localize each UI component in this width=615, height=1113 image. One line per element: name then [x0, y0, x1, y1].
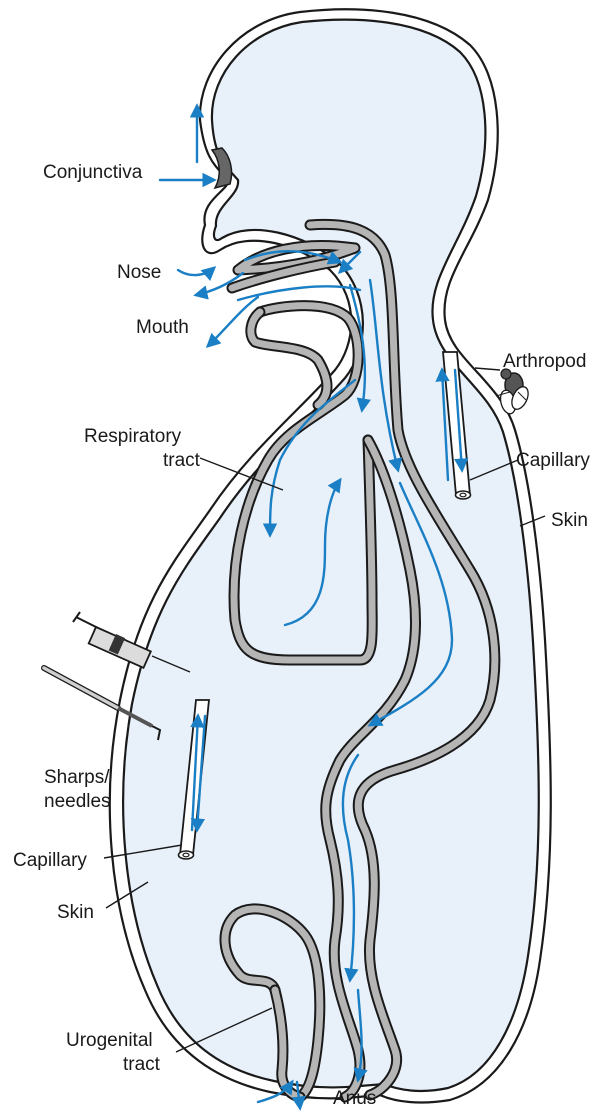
label-capillary-left: Capillary [13, 850, 87, 871]
arrow-nose-in [178, 268, 214, 275]
label-urogenital-line2: tract [123, 1054, 161, 1075]
label-arthropod: Arthropod [503, 351, 586, 372]
label-skin-left: Skin [57, 902, 94, 923]
label-nose: Nose [117, 262, 161, 283]
label-respiratory-line1: Respiratory [84, 426, 182, 447]
label-sharps-line1: Sharps/ [44, 767, 110, 788]
label-anus: Anus [333, 1088, 376, 1109]
label-urogenital-line1: Urogenital [66, 1030, 153, 1051]
label-sharps-line2: needles [44, 791, 111, 812]
label-mouth: Mouth [136, 317, 189, 338]
label-skin-right: Skin [551, 510, 588, 531]
label-capillary-right: Capillary [516, 450, 590, 471]
label-conjunctiva: Conjunctiva [43, 162, 143, 183]
label-respiratory-line2: tract [163, 450, 201, 471]
